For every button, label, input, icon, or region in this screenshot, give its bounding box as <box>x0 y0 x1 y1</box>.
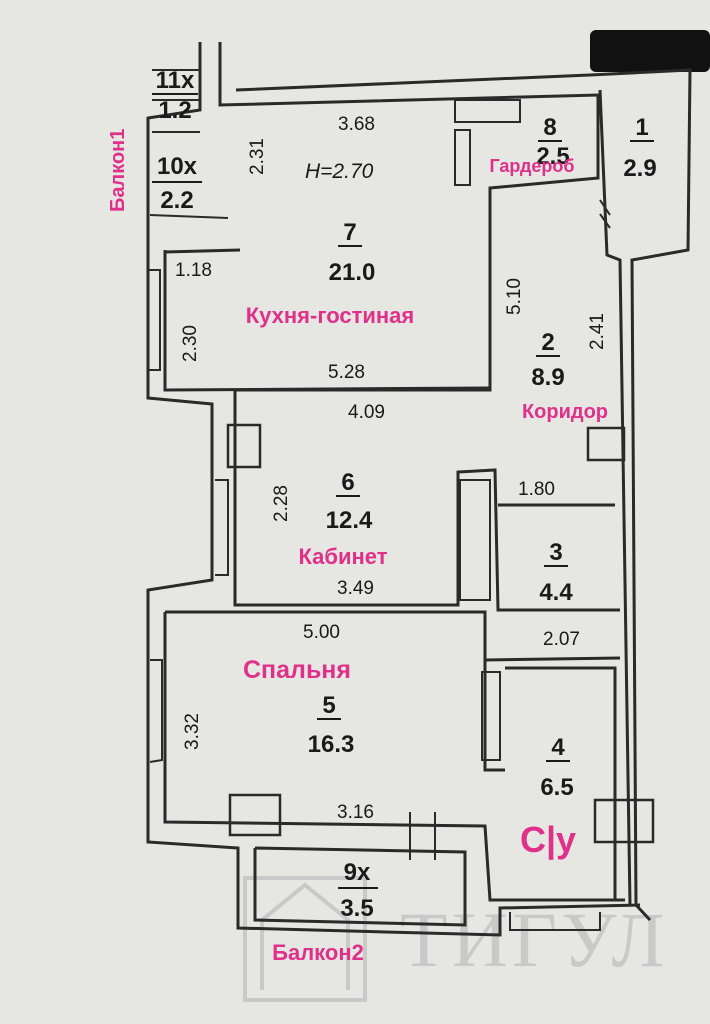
balcony1-label: Балкон1 <box>107 129 129 212</box>
balcony1-lines <box>149 69 229 219</box>
room-5-area: 16.3 <box>308 731 355 758</box>
walls <box>146 42 692 937</box>
room-8-name: Гардероб <box>489 156 574 176</box>
window-mark-bath <box>509 912 601 931</box>
window-mark-cabinet <box>215 479 229 576</box>
balcony2-door <box>409 812 436 860</box>
dim-cabinet-top: 4.09 <box>348 402 385 423</box>
dim-kitchen-niche: 2.31 <box>247 138 268 175</box>
wall-kitchen-south <box>163 250 491 392</box>
room-9-area: 3.5 <box>340 895 373 922</box>
room-4-name: С|у <box>520 819 576 861</box>
dim-kitchen-top: 3.68 <box>338 114 375 135</box>
wall-bedroom-south <box>163 612 625 902</box>
dim-cabinet-side: 2.28 <box>271 485 292 522</box>
wardrobe-fixture <box>454 99 521 186</box>
watermark-logo-frame <box>243 876 367 1002</box>
wall-bath-west <box>483 660 505 772</box>
watermark-logo-house <box>260 882 350 990</box>
wall-bath <box>505 666 617 900</box>
room-7-number: 7 <box>343 219 356 246</box>
window-marks-west <box>148 269 163 763</box>
dim-bedroom-side: 3.32 <box>182 713 203 750</box>
redaction-mark <box>590 30 710 72</box>
room-4-area: 6.5 <box>540 774 573 801</box>
dim-kitchen-left: 1.18 <box>175 260 212 281</box>
vent-shaft-bedroom <box>228 793 282 837</box>
room-11-area: 1.2 <box>158 97 191 124</box>
closet-bath <box>481 671 501 761</box>
dim-kitchen-bottom: 5.28 <box>328 362 365 383</box>
room-9-name: Балкон2 <box>272 940 364 965</box>
closet-cabinet <box>459 479 491 601</box>
watermark: ТИГУЛ <box>243 876 668 1002</box>
room-2-name: Коридор <box>522 401 608 423</box>
wall-bedroom-north <box>165 610 621 662</box>
room-2-area: 8.9 <box>531 364 564 391</box>
wall-outer-east <box>235 68 692 922</box>
room-5-name: Спальня <box>243 656 351 684</box>
vent-shaft-corridor <box>586 426 626 462</box>
room-11-number: 11х <box>156 67 195 94</box>
room-8-number: 8 <box>543 114 556 141</box>
dim-corridor-length: 5.10 <box>504 278 525 315</box>
wall-balcony2 <box>253 846 467 927</box>
room-8-area: 2.5 <box>536 143 569 170</box>
room-4-number: 4 <box>551 734 565 761</box>
room-1-area: 2.9 <box>623 155 656 182</box>
dim-corridor-width: 1.80 <box>518 479 555 500</box>
room-5-number: 5 <box>322 692 335 719</box>
vent-shaft-bath <box>593 798 655 844</box>
vent-shaft-cabinet <box>226 423 262 469</box>
wall-corridor-east <box>598 89 632 906</box>
room-10-area: 2.2 <box>160 187 193 214</box>
dim-cabinet-bottom: 3.49 <box>337 578 374 599</box>
wall-kitchen-balcony <box>164 248 241 254</box>
wall-outer-west <box>146 42 641 937</box>
dim-kitchen-side: 2.30 <box>180 325 201 362</box>
room-7-area: 21.0 <box>329 259 376 286</box>
room-6-number: 6 <box>341 469 354 496</box>
dim-corridor-east: 2.41 <box>587 313 608 350</box>
dim-room3: 2.07 <box>543 629 580 650</box>
room-6-name: Кабинет <box>298 544 387 569</box>
room-2-number: 2 <box>541 329 554 356</box>
room-3-number: 3 <box>549 539 562 566</box>
dim-bedroom-bottom: 3.16 <box>337 802 374 823</box>
watermark-text: ТИГУЛ <box>400 896 668 983</box>
room-6-area: 12.4 <box>326 507 373 534</box>
room-1-number: 1 <box>635 114 648 141</box>
room-9-number: 9х <box>344 859 371 886</box>
room-7-name: Кухня-гостиная <box>246 303 415 328</box>
corridor-door <box>599 199 611 229</box>
ceiling-height: H=2.70 <box>305 160 374 183</box>
room-3-area: 4.4 <box>539 579 573 606</box>
dim-bedroom-top: 5.00 <box>303 622 340 643</box>
dimensions: 3.68 2.31 1.18 2.30 5.28 5.10 2.41 4.09 … <box>175 114 608 823</box>
room-10-number: 10х <box>157 153 198 180</box>
